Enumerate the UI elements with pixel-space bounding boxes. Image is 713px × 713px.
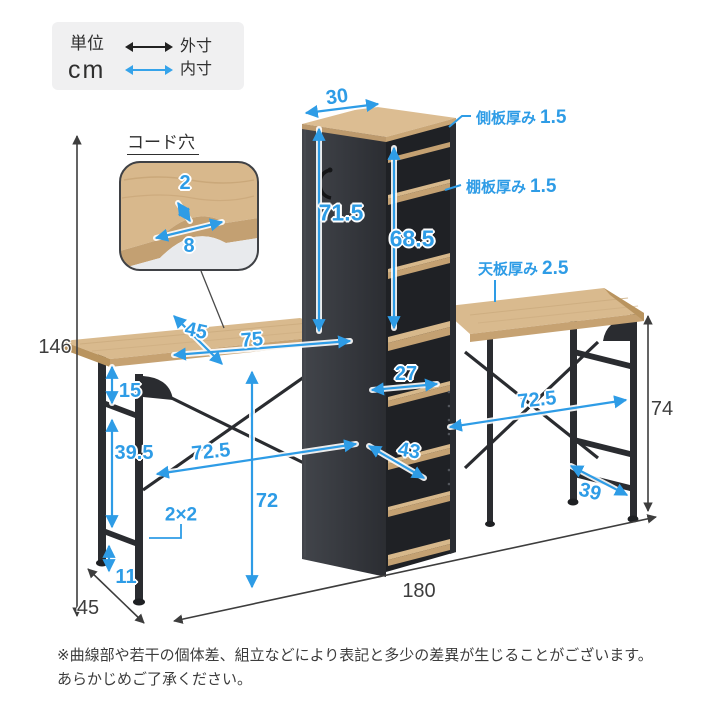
dim-base-depth: 45 bbox=[76, 597, 100, 619]
dim-tower-inner-height: 68.5 bbox=[389, 225, 435, 252]
dim-leg-section: 39.5 bbox=[114, 442, 154, 464]
dim-right-side-inner: 39 bbox=[576, 478, 604, 506]
callout-leader-line bbox=[200, 270, 225, 329]
dim-shelf-depth: 43 bbox=[396, 438, 422, 464]
shelf-board-label: 棚板厚み bbox=[466, 179, 527, 196]
dim-tower-outer-height: 71.5 bbox=[318, 199, 364, 226]
dim-line-cord-width bbox=[154, 218, 224, 242]
right-desk-rung bbox=[570, 436, 630, 457]
dim-tower-top-width: 30 bbox=[324, 84, 350, 110]
dim-line-shelf-width bbox=[370, 378, 439, 396]
dim-apron-offset: 15 bbox=[118, 380, 142, 402]
dim-line-cord-depth bbox=[177, 201, 191, 223]
dim-line-left-width bbox=[172, 335, 352, 361]
dim-cord-depth: 2 bbox=[179, 172, 191, 194]
leader-side-panel bbox=[448, 115, 471, 128]
dim-shelf-width: 27 bbox=[394, 363, 418, 385]
outer-dim-arrow-icon bbox=[125, 42, 173, 52]
legend-unit-value: cm bbox=[68, 56, 106, 84]
leader-lines bbox=[149, 115, 496, 539]
right-desk-front-post bbox=[630, 314, 637, 518]
dim-leg-size: 2×2 bbox=[164, 504, 198, 526]
dim-line-right-side-inner bbox=[569, 465, 629, 496]
legend-inner-label: 内寸 bbox=[180, 61, 213, 78]
cord-hole-title: コード穴 bbox=[127, 134, 199, 155]
tower-side-panel bbox=[302, 124, 386, 577]
inner-dimension-lines bbox=[102, 98, 629, 589]
top-board-label: 天板厚み bbox=[478, 261, 539, 278]
leader-leg-size bbox=[149, 524, 182, 539]
dim-under-desk-height: 72 bbox=[255, 490, 279, 512]
callout-wood-edge bbox=[120, 216, 258, 269]
dim-line-base-depth bbox=[87, 568, 145, 624]
dim-left-inner-width: 72.5 bbox=[190, 439, 232, 465]
inner-dim-arrow-icon bbox=[125, 65, 173, 75]
dim-line-shelf-depth bbox=[367, 445, 426, 479]
side-panel-value: 1.5 bbox=[540, 107, 567, 128]
legend-box: 単位 cm 外寸 内寸 bbox=[52, 22, 244, 90]
right-desk-near-leg bbox=[487, 333, 493, 523]
dim-cord-width: 8 bbox=[183, 235, 195, 257]
side-panel-label: 側板厚み bbox=[476, 110, 537, 127]
shelf-pin-holes bbox=[447, 390, 451, 486]
dim-left-width: 75 bbox=[239, 328, 265, 352]
left-desk-front-leg bbox=[135, 374, 143, 601]
leader-shelf-board bbox=[444, 184, 462, 191]
top-board-value: 2.5 bbox=[542, 258, 569, 279]
shelf-board-value: 1.5 bbox=[530, 176, 557, 197]
dim-total-width: 180 bbox=[402, 580, 436, 602]
dim-right-inner-width: 72.5 bbox=[516, 387, 558, 413]
right-desk-top bbox=[440, 288, 644, 334]
outer-dimension-lines bbox=[72, 135, 657, 624]
dim-desk-depth: 45 bbox=[182, 317, 210, 345]
disclaimer-line2: あらかじめご了承ください。 bbox=[57, 671, 253, 688]
dim-right-desk-height: 74 bbox=[650, 398, 674, 420]
dim-foot-height: 11 bbox=[115, 566, 137, 588]
dim-line-total-width bbox=[173, 514, 657, 624]
tower-top bbox=[302, 106, 456, 137]
left-desk-rear-leg bbox=[98, 352, 106, 562]
dim-line-right-inner-width bbox=[448, 395, 628, 432]
callout-frame bbox=[119, 161, 259, 271]
legend-unit-label: 単位 bbox=[70, 34, 104, 53]
dim-line-tower-top-width bbox=[304, 98, 380, 119]
dim-total-height: 146 bbox=[38, 336, 72, 358]
left-desk-lower-stretcher bbox=[98, 526, 135, 546]
legend-outer-label: 外寸 bbox=[180, 38, 213, 55]
disclaimer: ※曲線部や若干の個体差、組立などにより表記と多少の差異が生じることがございます。… bbox=[57, 644, 687, 692]
disclaimer-line1: ※曲線部や若干の個体差、組立などにより表記と多少の差異が生じることがございます。 bbox=[57, 647, 653, 664]
